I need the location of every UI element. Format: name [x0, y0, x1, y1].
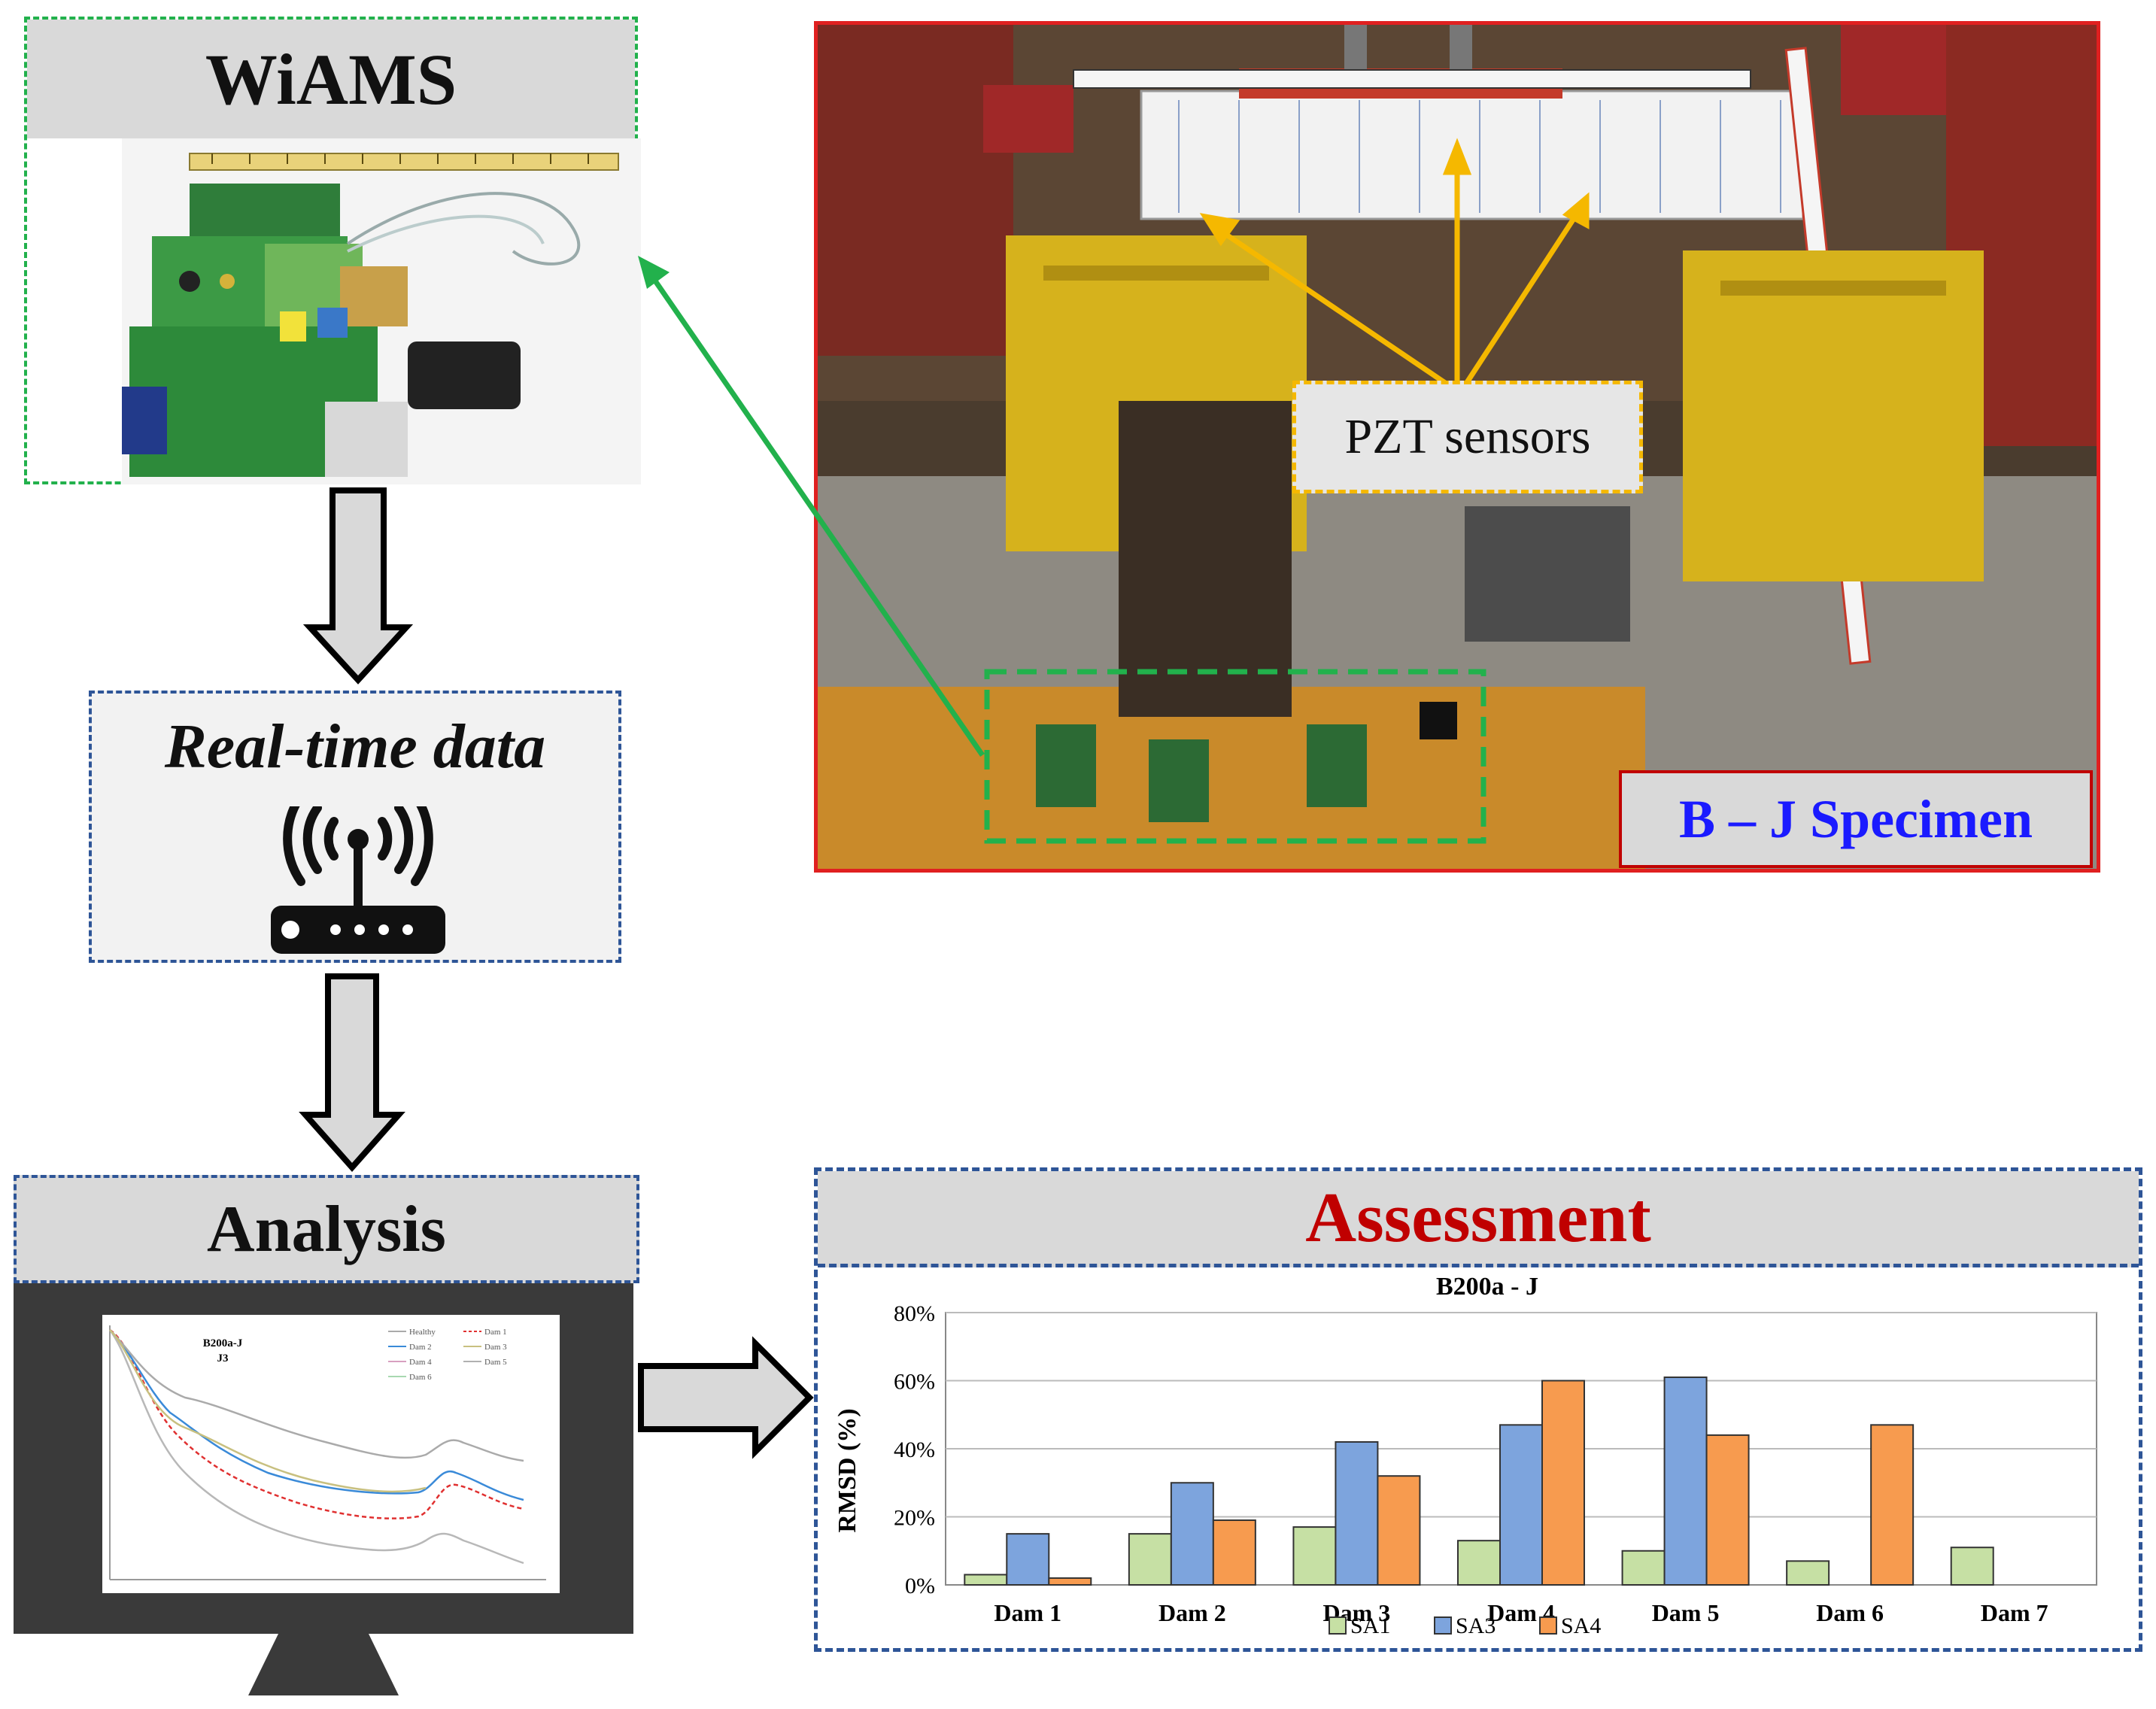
- y-tick-label: 0%: [905, 1574, 935, 1598]
- bar-sa1-7: [1950, 1547, 1994, 1586]
- bar-sa1-6: [1786, 1560, 1830, 1586]
- legend-swatch-sa1: [1329, 1616, 1347, 1635]
- wiams-hardware-photo: [122, 138, 641, 484]
- realtime-title: Real-time data: [164, 712, 546, 782]
- bar-sa3-3: [1335, 1440, 1379, 1586]
- down-arrow-2: [299, 973, 405, 1173]
- chart-y-axis-label: RMSD (%): [834, 1408, 861, 1532]
- x-tick-label: Dam 1: [994, 1599, 1061, 1626]
- x-tick-label: Dam 5: [1652, 1599, 1720, 1626]
- bar-sa1-1: [964, 1574, 1008, 1586]
- monitor-stand: [248, 1634, 399, 1695]
- wiams-title: WiAMS: [27, 20, 635, 138]
- legend-label-sa3: SA3: [1456, 1613, 1496, 1638]
- plot-title-1: B200a-J: [203, 1337, 243, 1349]
- y-tick-label: 60%: [894, 1370, 935, 1395]
- bar-sa1-4: [1457, 1540, 1501, 1586]
- chart-title: B200a - J: [1436, 1273, 1538, 1301]
- y-tick-label: 40%: [894, 1437, 935, 1462]
- bar-sa3-1: [1006, 1533, 1050, 1586]
- bar-sa1-3: [1292, 1526, 1337, 1586]
- legend-dam6: Dam 6: [409, 1373, 432, 1382]
- legend-dam4: Dam 4: [409, 1358, 432, 1367]
- bar-sa4-4: [1541, 1380, 1585, 1586]
- legend-label-sa4: SA4: [1561, 1613, 1601, 1638]
- pzt-sensors-label: PZT sensors: [1292, 381, 1643, 493]
- chart-y-ticks: 0% 20% 40% 60% 80%: [894, 1301, 935, 1598]
- down-arrow-1: [302, 487, 414, 685]
- rmsd-bar-chart: B200a - J RMSD (%) 0% 20% 40% 60% 80% Dam 1 D…: [834, 1273, 2097, 1638]
- wiams-panel: WiAMS: [24, 17, 641, 484]
- bar-sa1-5: [1621, 1550, 1666, 1586]
- analysis-title: Analysis: [14, 1175, 639, 1283]
- bar-sa4-5: [1705, 1434, 1750, 1586]
- legend-swatch-sa3: [1434, 1616, 1452, 1635]
- bar-sa1-2: [1128, 1533, 1172, 1586]
- x-tick-label: Dam 6: [1816, 1599, 1884, 1626]
- bar-sa3-5: [1663, 1376, 1708, 1586]
- right-arrow: [638, 1336, 814, 1459]
- bar-sa4-6: [1870, 1424, 1915, 1586]
- legend-dam3: Dam 3: [484, 1343, 507, 1352]
- assessment-panel: Assessment B200a - J RMSD (%) 0% 20% 40% 60…: [814, 1167, 2142, 1652]
- bar-sa4-3: [1377, 1475, 1421, 1586]
- x-tick-label: Dam 2: [1158, 1599, 1226, 1626]
- legend-label-sa1: SA1: [1350, 1613, 1390, 1638]
- chart-bars: [964, 1376, 1994, 1586]
- plot-title-2: J3: [217, 1352, 229, 1364]
- legend-dam2: Dam 2: [409, 1343, 432, 1352]
- y-tick-label: 20%: [894, 1506, 935, 1531]
- wifi-router-icon: [271, 806, 445, 954]
- legend-dam1: Dam 1: [484, 1328, 507, 1337]
- green-connector-arrowhead: [638, 256, 670, 289]
- legend-healthy: Healthy: [409, 1328, 436, 1337]
- bar-sa3-2: [1170, 1482, 1214, 1586]
- bar-sa3-4: [1499, 1424, 1543, 1586]
- y-tick-label: 80%: [894, 1301, 935, 1326]
- legend-dam5: Dam 5: [484, 1358, 507, 1367]
- specimen-label: B – J Specimen: [1619, 770, 2093, 868]
- legend-swatch-sa4: [1539, 1616, 1557, 1635]
- assessment-title: Assessment: [818, 1171, 2139, 1267]
- analysis-signal-plot: B200a-J J3 Healthy Dam 1 Dam 2 Dam 3 Dam…: [102, 1315, 560, 1593]
- chart-legend: SA1 SA3 SA4: [1329, 1613, 1601, 1638]
- x-tick-label: Dam 7: [1981, 1599, 2048, 1626]
- bar-sa4-1: [1048, 1577, 1092, 1586]
- realtime-data-panel: Real-time data: [89, 691, 621, 963]
- bar-sa4-2: [1212, 1519, 1256, 1586]
